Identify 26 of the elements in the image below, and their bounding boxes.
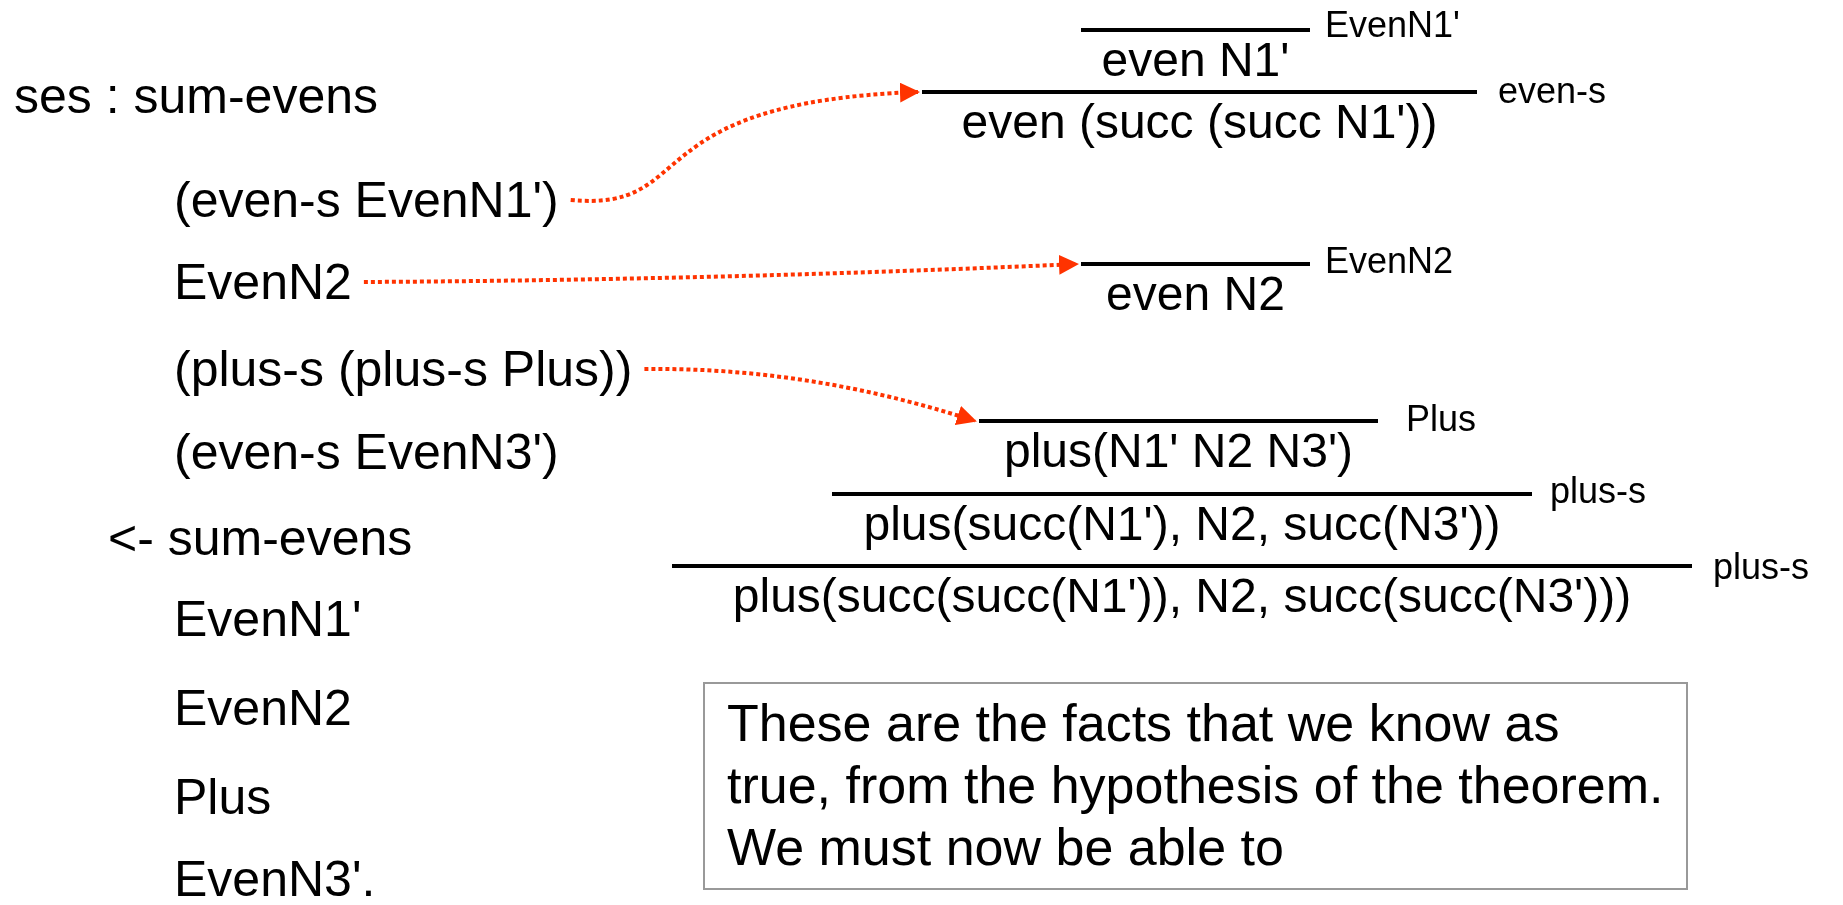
judgment-text: even (succ (succ N1')): [960, 94, 1439, 150]
rule-label: plus-s: [1713, 546, 1810, 588]
judgment-text: even N1': [1100, 32, 1291, 88]
code-line: ses : sum-evens: [14, 67, 378, 126]
code-line: (plus-s (plus-s Plus)): [174, 339, 633, 399]
code-line: EvenN2: [174, 679, 352, 738]
judgment-text: plus(N1' N2 N3'): [1002, 423, 1355, 479]
judgment-text: plus(succ(succ(N1')), N2, succ(succ(N3'))): [731, 568, 1633, 624]
arrow: [644, 367, 977, 426]
code-line: EvenN1': [174, 590, 362, 649]
arrow: [363, 254, 1079, 284]
code-line: (even-s EvenN1'): [174, 170, 559, 230]
code-line: EvenN3'.: [174, 850, 376, 905]
arrow: [570, 83, 920, 203]
rule-label: Plus: [1406, 398, 1477, 440]
code-line: Plus: [174, 768, 272, 827]
rule-label: EvenN2: [1325, 240, 1454, 282]
judgment-text: even N2: [1105, 266, 1286, 322]
judgment-text: plus(succ(N1'), N2, succ(N3')): [862, 496, 1502, 552]
code-line: <- sum-evens: [108, 509, 413, 568]
rule-label: even-s: [1498, 70, 1607, 112]
code-line: EvenN2: [174, 252, 352, 312]
code-line: (even-s EvenN3'): [174, 423, 559, 482]
note-box: These are the facts that we know as true, from the hypothesis of the theorem. We must now be able to: [703, 682, 1688, 890]
rule-label: EvenN1': [1325, 4, 1460, 46]
rule-label: plus-s: [1550, 470, 1647, 512]
